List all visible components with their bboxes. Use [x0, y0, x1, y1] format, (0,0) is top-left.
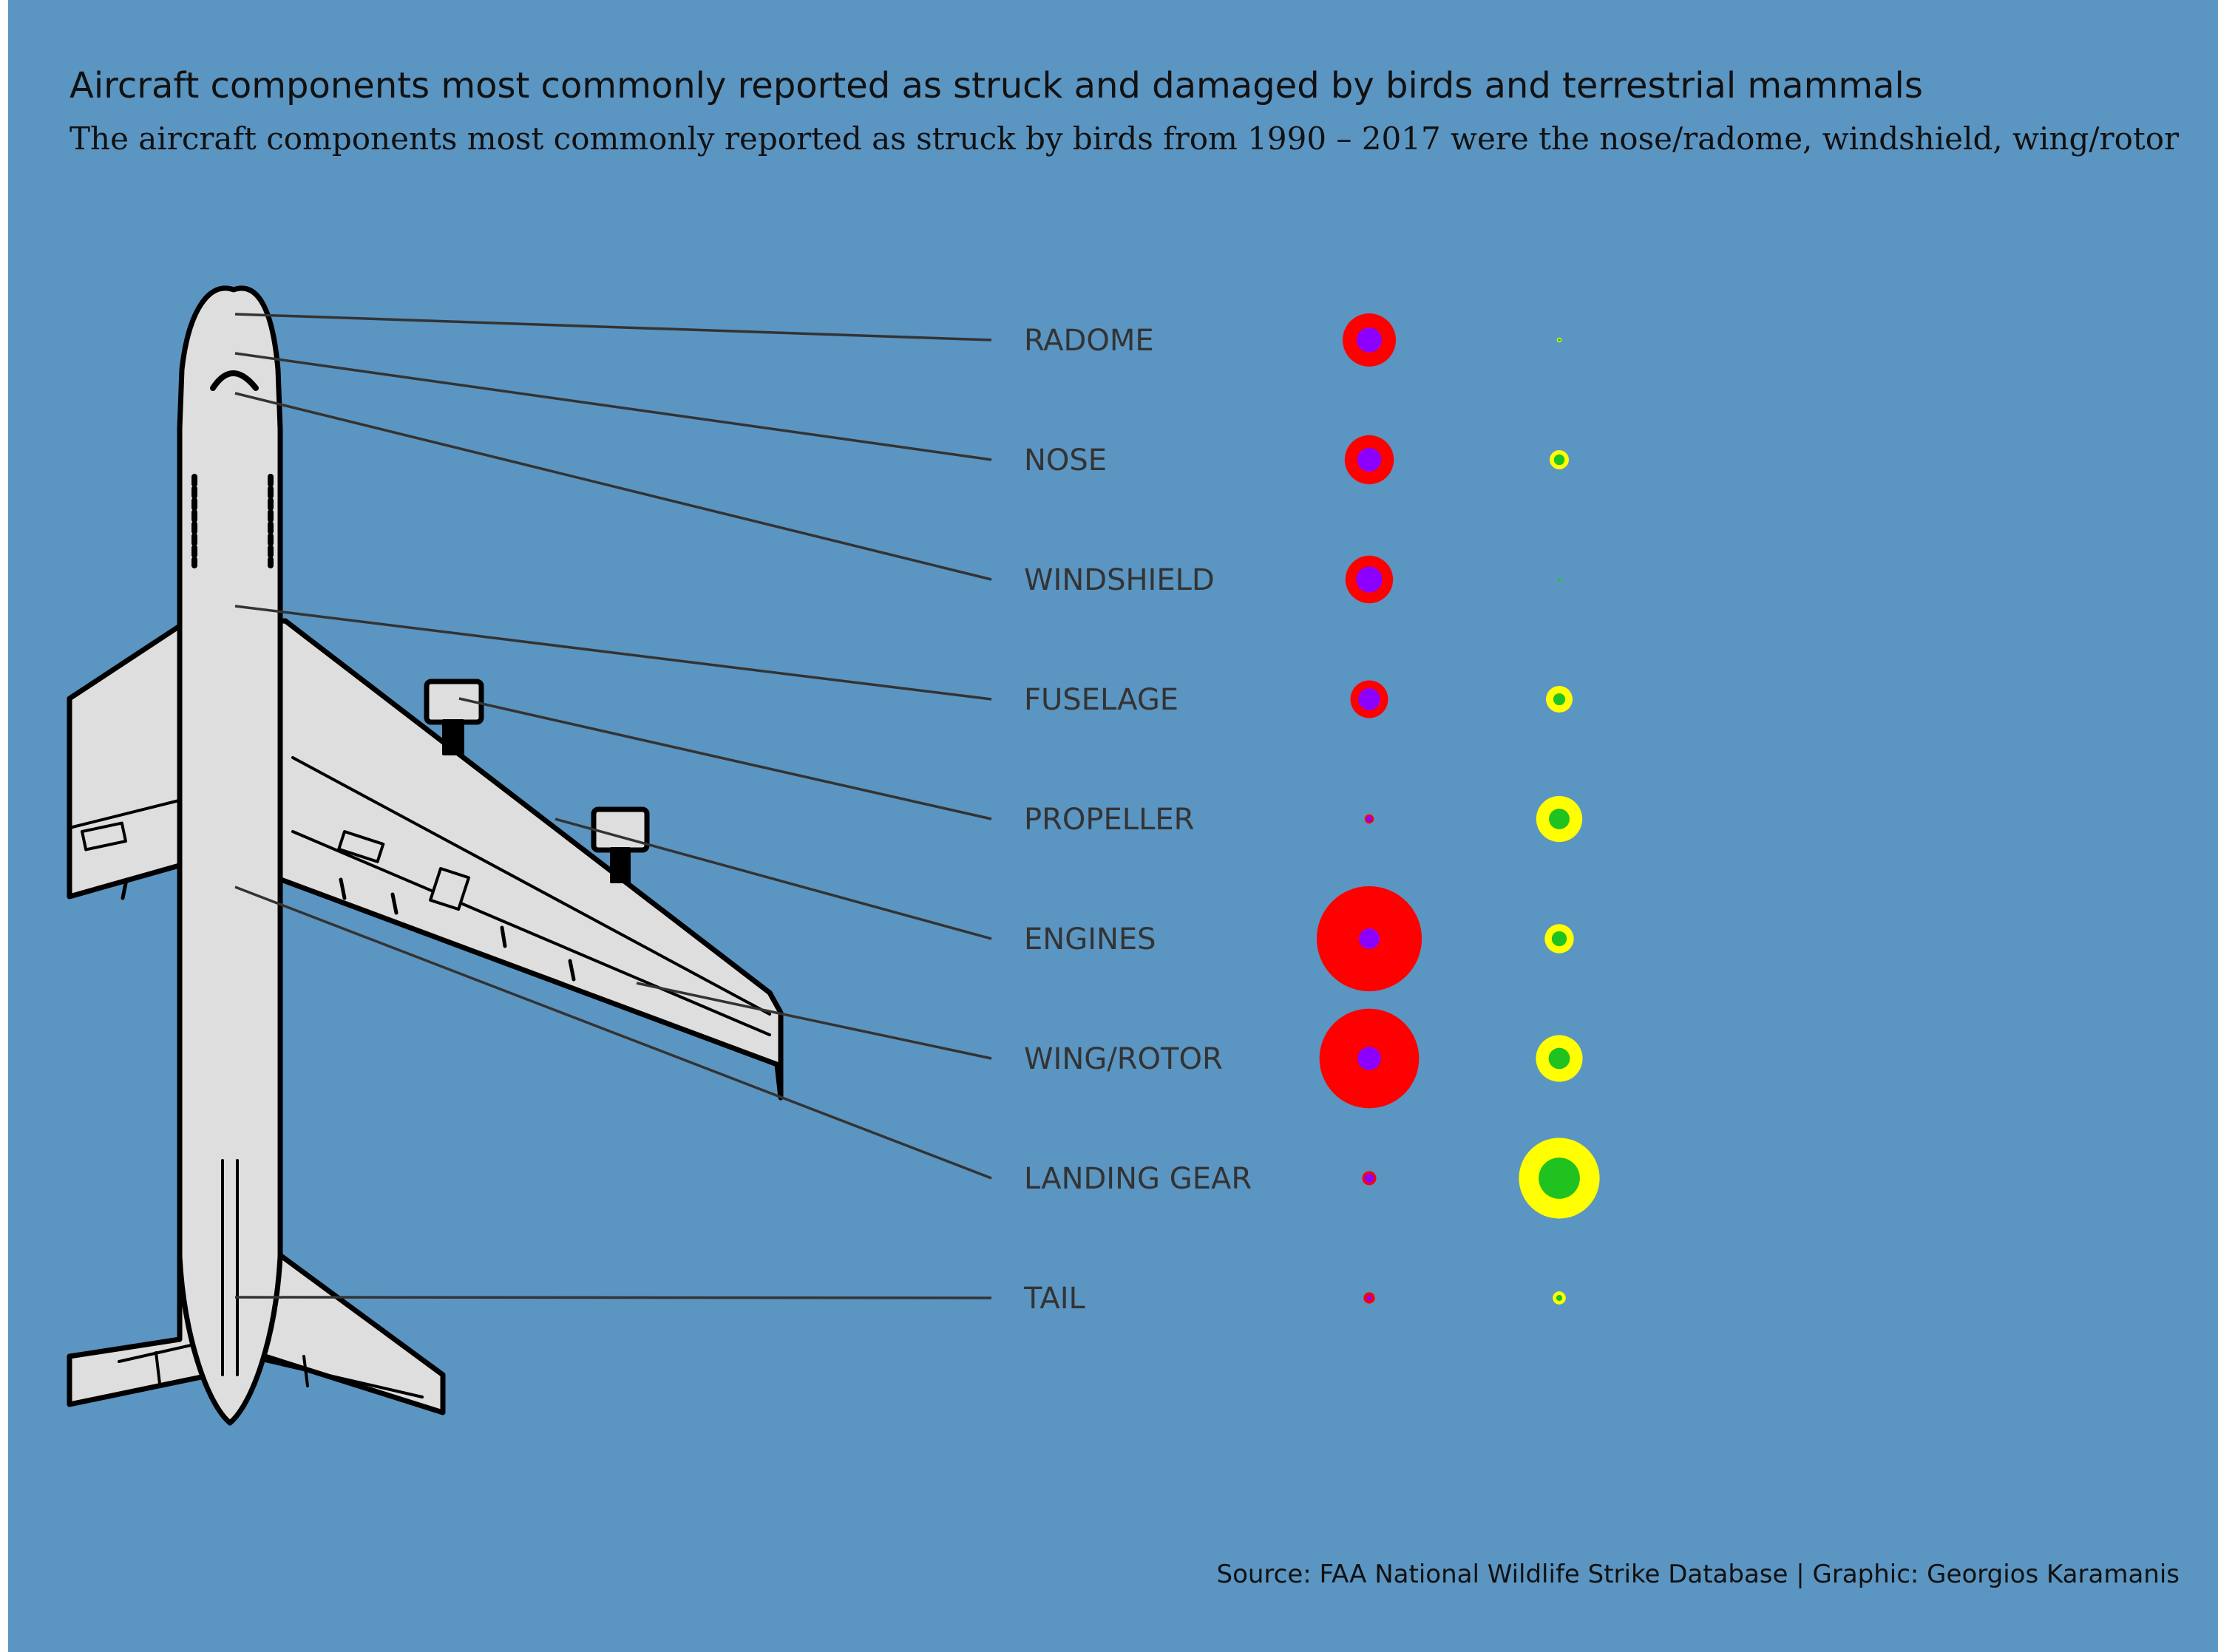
leader-line-radome	[234, 313, 992, 341]
chart-panel: Aircraft components most commonly report…	[8, 0, 2218, 1652]
wing-flap-panel	[429, 867, 471, 911]
leader-line-fuselage	[234, 605, 992, 701]
category-label-wing-rotor: WING/ROTOR	[1024, 1042, 1223, 1076]
bubble-mammals-damaged-wing-rotor	[1548, 1047, 1570, 1070]
bubble-birds-damaged-wing-rotor	[1357, 1047, 1381, 1070]
bubble-birds-damaged-propeller	[1366, 816, 1372, 822]
bubble-birds-damaged-engines	[1359, 928, 1380, 949]
category-label-propeller: PROPELLER	[1024, 803, 1194, 837]
leader-lines	[234, 313, 992, 1299]
chart-title: Aircraft components most commonly report…	[69, 65, 1923, 106]
category-label-nose: NOSE	[1024, 443, 1107, 477]
bubble-mammals-damaged-radome	[1558, 339, 1561, 341]
fuselage	[177, 285, 283, 1426]
flap-track	[121, 877, 129, 900]
wing-flap-line	[291, 756, 771, 1016]
cockpit-window	[210, 370, 259, 391]
chart-subtitle: The aircraft components most commonly re…	[69, 120, 2180, 157]
category-label-tail: TAIL	[1023, 1282, 1085, 1316]
category-label-fuselage: FUSELAGE	[1024, 683, 1178, 717]
leader-line-engines	[554, 817, 992, 940]
leader-line-propeller	[458, 697, 992, 820]
wing-flap-line	[68, 798, 183, 829]
leader-line-landing-gear	[234, 886, 992, 1180]
category-label-landing-gear: LANDING GEAR	[1024, 1162, 1252, 1196]
flap-track	[390, 892, 399, 915]
bubble-mammals-damaged-engines	[1551, 931, 1567, 947]
category-label-engines: ENGINES	[1024, 922, 1156, 956]
leader-line-windshield	[234, 392, 992, 581]
bubble-birds-damaged-fuselage	[1358, 688, 1380, 710]
bubble-mammals-damaged-fuselage	[1553, 693, 1566, 706]
engine-outboard	[591, 806, 650, 853]
category-label-windshield: WINDSHIELD	[1024, 563, 1215, 597]
wing-flap-line	[291, 830, 771, 1036]
flap-track	[568, 959, 576, 982]
stabilizer-panel-line	[302, 1355, 309, 1387]
leader-line-nose	[234, 352, 992, 461]
chart-svg: RADOME NOSE WINDSHIELD FUSELAGE PROPELLER ENG…	[67, 285, 1600, 1426]
bubble-mammals-damaged-landing-gear	[1539, 1158, 1580, 1199]
flap-track	[339, 877, 347, 900]
category-label-radome: RADOME	[1024, 324, 1154, 358]
chart-caption: Source: FAA National Wildlife Strike Dat…	[1216, 1560, 2180, 1589]
leader-line-tail	[234, 1296, 992, 1299]
wing-flap-panel	[81, 821, 127, 852]
component-labels: RADOME NOSE WINDSHIELD FUSELAGE PROPELLER ENG…	[1023, 324, 1252, 1316]
bubble-birds-damaged-nose	[1357, 447, 1382, 472]
bubble-mammals-damaged-propeller	[1549, 809, 1570, 829]
bubble-birds-damaged-windshield	[1356, 566, 1383, 593]
engine-inboard-pylon	[442, 719, 464, 755]
aircraft-illustration	[67, 285, 784, 1426]
bubble-mammals-damaged-windshield	[1558, 578, 1561, 581]
wing-flap-panel	[337, 829, 385, 863]
bubble-marks	[1316, 313, 1600, 1305]
bubble-birds-damaged-landing-gear	[1364, 1173, 1374, 1183]
engine-outboard-pylon	[610, 847, 631, 883]
bubble-birds-damaged-radome	[1357, 327, 1382, 353]
leader-line-wing-rotor	[636, 982, 992, 1060]
bubble-mammals-damaged-nose	[1553, 454, 1565, 466]
flap-track	[500, 925, 507, 948]
bubble-mammals-damaged-tail	[1556, 1294, 1563, 1302]
stabilizer-panel-line	[155, 1351, 161, 1385]
bubble-birds-damaged-tail	[1366, 1295, 1372, 1301]
